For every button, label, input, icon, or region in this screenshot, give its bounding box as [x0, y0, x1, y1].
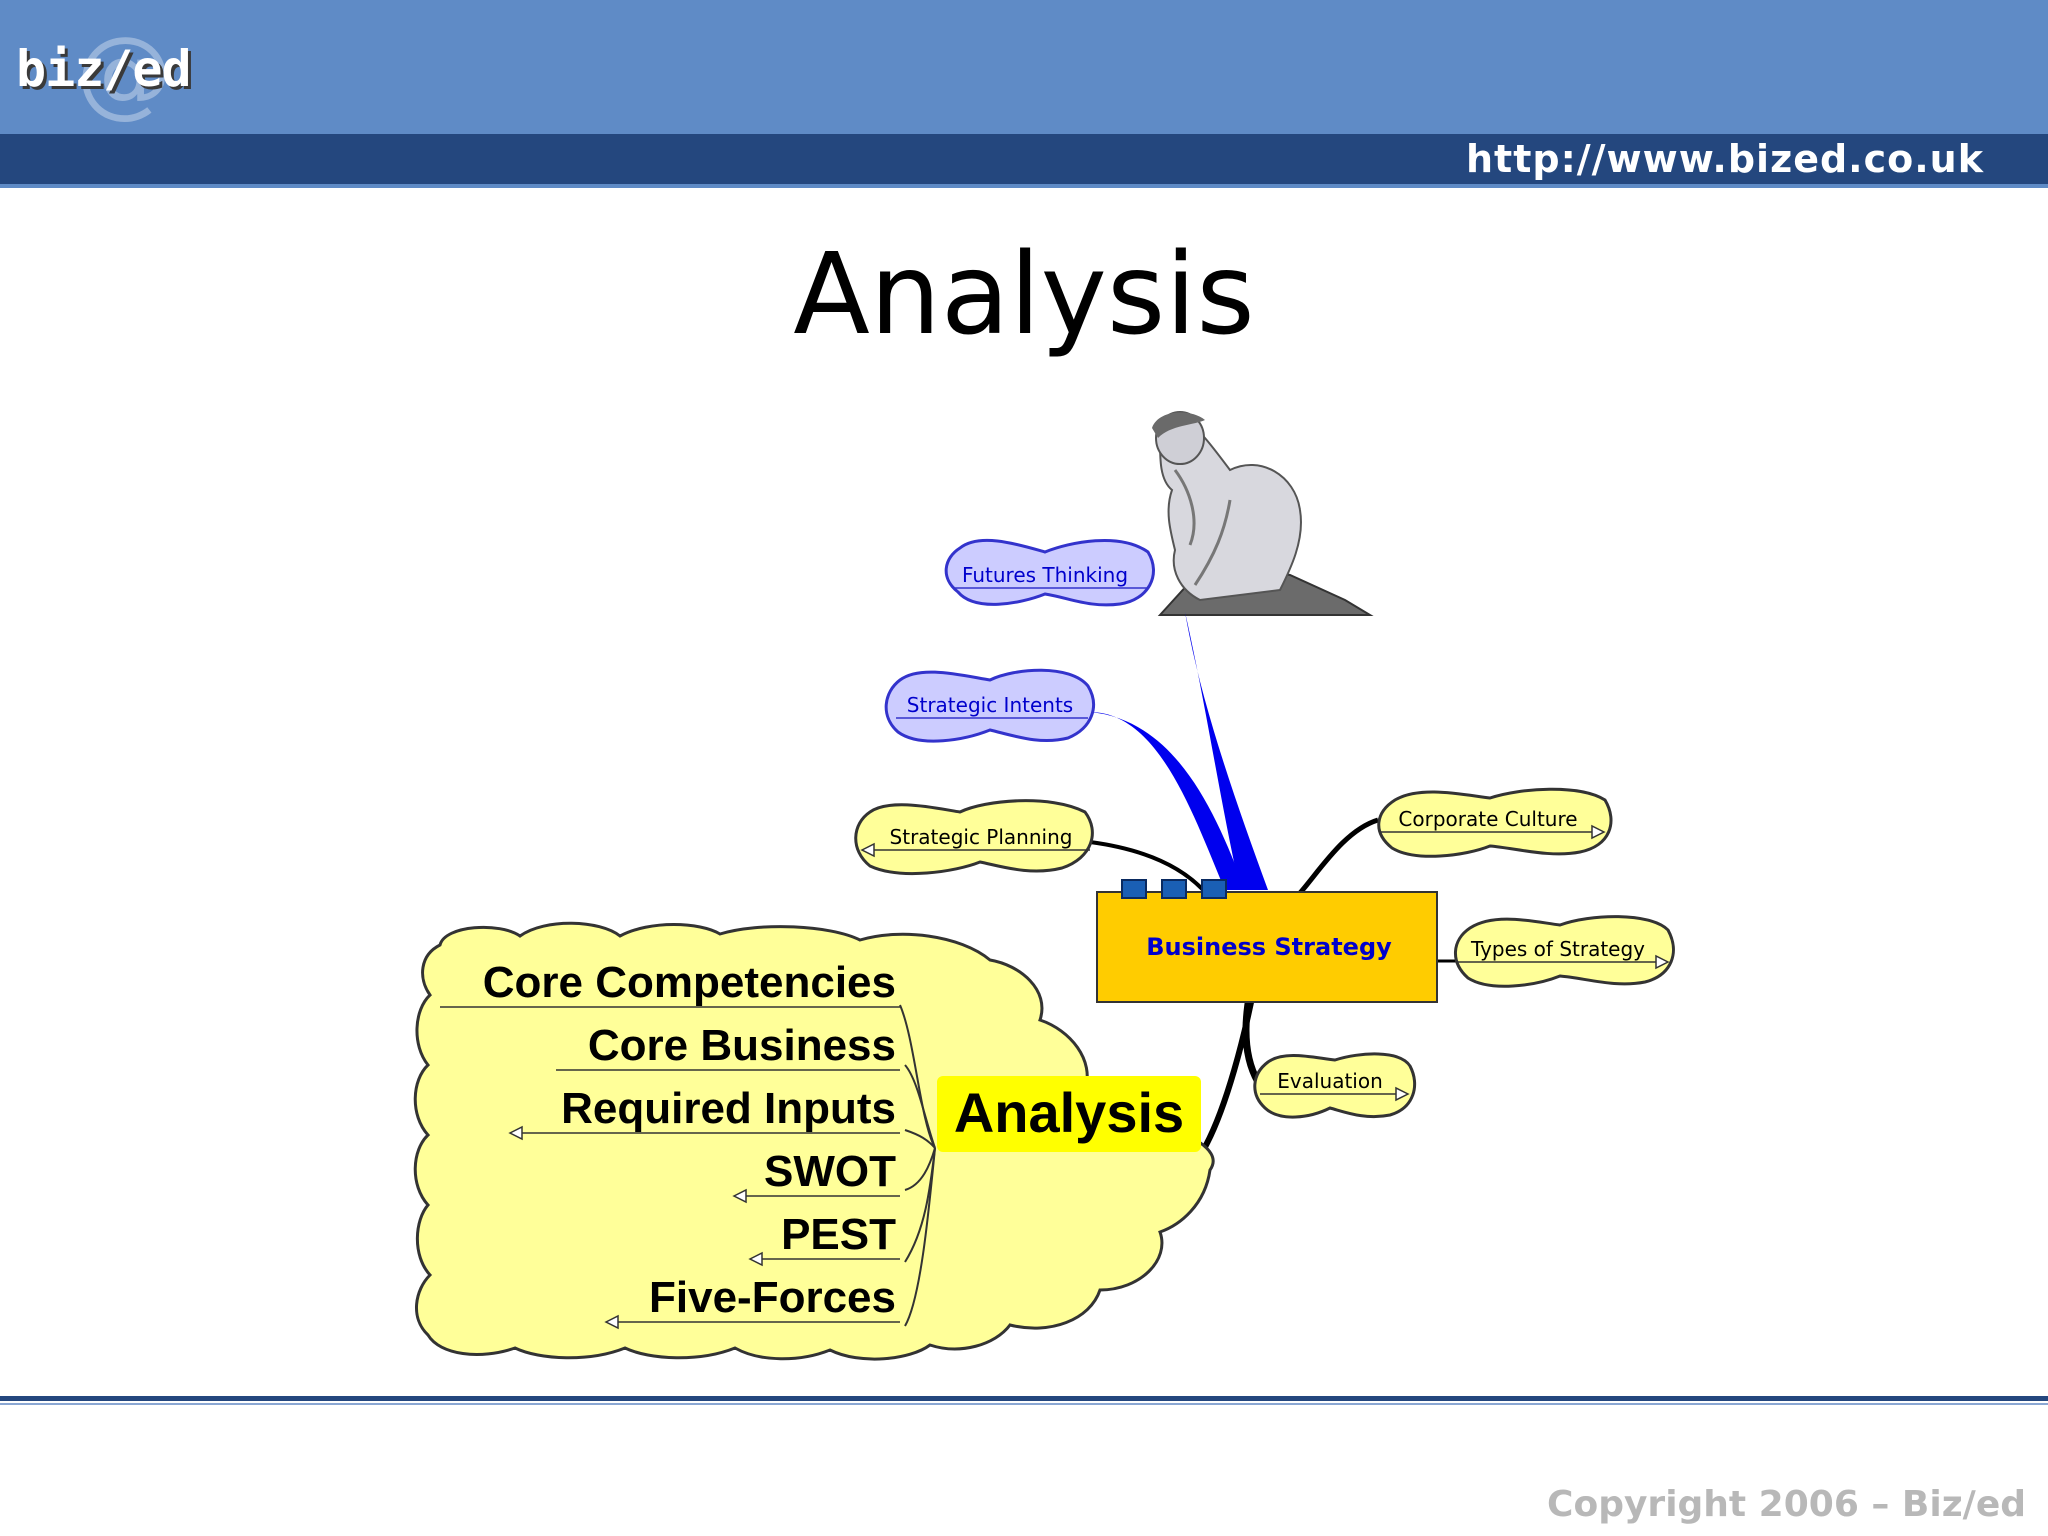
collapse-arrow-icon[interactable]: [508, 1125, 523, 1141]
business-strategy-label: Business Strategy: [1146, 933, 1392, 961]
node-types-of-strategy[interactable]: Types of Strategy: [1454, 915, 1675, 988]
footer-divider: [0, 1396, 2048, 1401]
node-futures-thinking[interactable]: Futures Thinking: [944, 538, 1155, 607]
analysis-item-core-competencies[interactable]: Core Competencies: [483, 958, 896, 1007]
node-corporate-culture[interactable]: Corporate Culture: [1377, 787, 1613, 858]
analysis-label: Analysis: [954, 1081, 1184, 1144]
site-url[interactable]: http://www.bized.co.uk: [1465, 137, 1984, 181]
node-strategic-planning[interactable]: Strategic Planning: [854, 799, 1094, 876]
collapse-arrow-icon[interactable]: [604, 1314, 619, 1330]
header-band: [0, 134, 2048, 184]
node-evaluation[interactable]: Evaluation: [1253, 1052, 1417, 1119]
bized-logo[interactable]: @ biz/ed: [14, 16, 214, 128]
corporate-culture-label: Corporate Culture: [1398, 807, 1577, 831]
at-sign-icon: @: [76, 16, 172, 128]
logo-text: biz/ed: [16, 40, 192, 98]
copyright-text: Copyright 2006 – Biz/ed: [1547, 1484, 2026, 1525]
node-business-strategy[interactable]: Business Strategy: [1096, 879, 1438, 1003]
analysis-cloud[interactable]: Analysis: [413, 921, 1215, 1361]
branch-culture: [1298, 817, 1379, 895]
analysis-item-required-inputs[interactable]: Required Inputs: [561, 1084, 896, 1133]
futures-thinking-label: Futures Thinking: [962, 563, 1128, 587]
collapse-arrow-icon[interactable]: [732, 1188, 747, 1204]
slide-title: Analysis: [793, 230, 1255, 360]
header-divider: [0, 184, 2048, 188]
footer-divider-light: [0, 1403, 2048, 1405]
branch-planning: [1089, 840, 1207, 894]
node-strategic-intents[interactable]: Strategic Intents: [884, 668, 1095, 743]
analysis-item-five-forces[interactable]: Five-Forces: [649, 1273, 896, 1322]
types-of-strategy-label: Types of Strategy: [1470, 937, 1645, 961]
strategic-intents-label: Strategic Intents: [907, 693, 1073, 717]
header-bar: [0, 0, 2048, 134]
thinker-figure: [1152, 411, 1374, 616]
analysis-item-core-business[interactable]: Core Business: [588, 1021, 896, 1070]
analysis-item-pest[interactable]: PEST: [781, 1210, 896, 1259]
collapse-arrow-icon[interactable]: [748, 1251, 763, 1267]
branch-intents: [1090, 712, 1245, 890]
evaluation-label: Evaluation: [1277, 1069, 1383, 1093]
analysis-item-swot[interactable]: SWOT: [764, 1147, 896, 1196]
strategic-planning-label: Strategic Planning: [890, 825, 1073, 849]
